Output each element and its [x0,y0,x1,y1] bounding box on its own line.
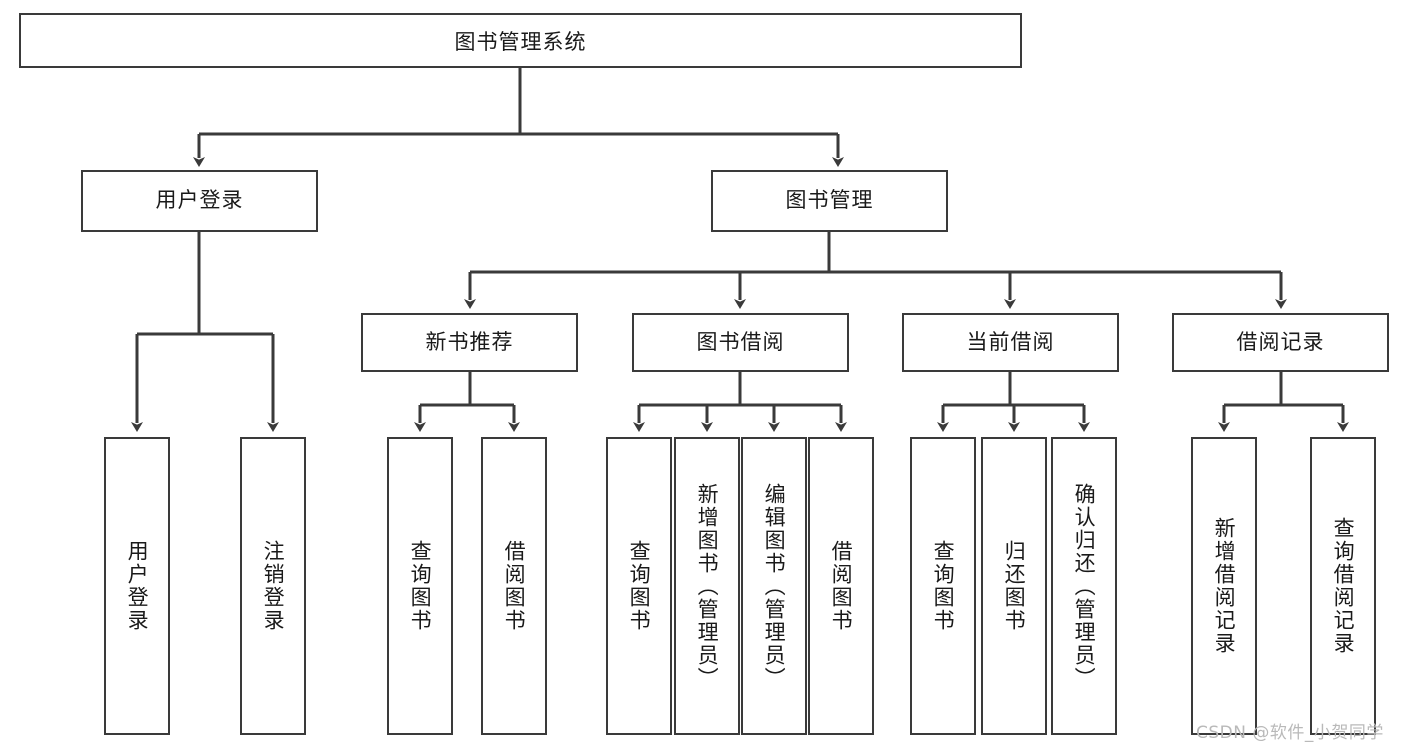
leaf-add-borrow-record-label: 新增借阅记录 [1212,517,1237,655]
leaf-add-borrow-record[interactable]: 新增借阅记录 [1191,437,1257,735]
leaf-query-borrow-record[interactable]: 查询借阅记录 [1310,437,1376,735]
node-current-borrow-label: 当前借阅 [966,329,1055,354]
node-current-borrow[interactable]: 当前借阅 [902,313,1119,372]
leaf-borrow-book-recommend[interactable]: 借阅图书 [481,437,547,735]
node-book-management[interactable]: 图书管理 [711,170,948,232]
leaf-edit-book-admin-label: 编辑图书（管理员） [762,482,787,690]
node-borrow-records[interactable]: 借阅记录 [1172,313,1389,372]
leaf-borrow-book-label: 借阅图书 [829,540,854,632]
node-user-login[interactable]: 用户登录 [81,170,318,232]
node-new-book-recommend-label: 新书推荐 [425,329,514,354]
leaf-query-book-borrow[interactable]: 查询图书 [606,437,672,735]
leaf-borrow-book[interactable]: 借阅图书 [808,437,874,735]
node-new-book-recommend[interactable]: 新书推荐 [361,313,578,372]
node-borrow-records-label: 借阅记录 [1236,329,1325,354]
node-user-login-label: 用户登录 [155,188,244,213]
leaf-user-login-label: 用户登录 [125,540,150,632]
leaf-edit-book-admin[interactable]: 编辑图书（管理员） [741,437,807,735]
node-root-label: 图书管理系统 [454,29,587,54]
leaf-user-logout[interactable]: 注销登录 [240,437,306,735]
node-root[interactable]: 图书管理系统 [19,13,1022,68]
leaf-add-book-admin-label: 新增图书（管理员） [695,482,720,690]
csdn-watermark: CSDN @软件_小贺同学 [1196,723,1384,743]
leaf-query-borrow-record-label: 查询借阅记录 [1331,517,1356,655]
leaf-query-book-recommend-label: 查询图书 [408,540,433,632]
leaf-query-book-current[interactable]: 查询图书 [910,437,976,735]
node-book-borrow-label: 图书借阅 [696,329,785,354]
leaf-query-book-borrow-label: 查询图书 [627,540,652,632]
leaf-return-book[interactable]: 归还图书 [981,437,1047,735]
leaf-confirm-return-admin-label: 确认归还（管理员） [1072,482,1097,690]
node-book-management-label: 图书管理 [785,188,874,213]
leaf-borrow-book-recommend-label: 借阅图书 [502,540,527,632]
leaf-return-book-label: 归还图书 [1002,540,1027,632]
node-book-borrow[interactable]: 图书借阅 [632,313,849,372]
leaf-add-book-admin[interactable]: 新增图书（管理员） [674,437,740,735]
leaf-user-login[interactable]: 用户登录 [104,437,170,735]
leaf-query-book-recommend[interactable]: 查询图书 [387,437,453,735]
leaf-confirm-return-admin[interactable]: 确认归还（管理员） [1051,437,1117,735]
leaf-user-logout-label: 注销登录 [261,540,286,632]
leaf-query-book-current-label: 查询图书 [931,540,956,632]
